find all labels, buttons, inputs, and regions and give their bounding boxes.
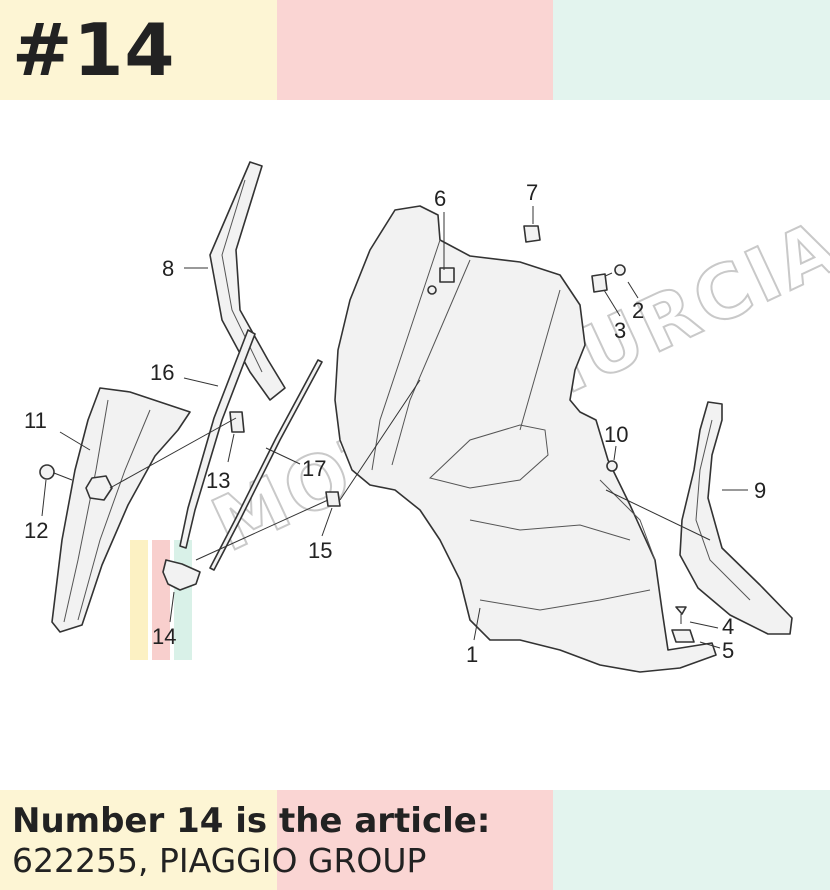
- callout-7: 7: [526, 180, 538, 205]
- header-band-yellow: [0, 0, 277, 100]
- part-17-strip: [209, 359, 323, 571]
- reference-number: #14: [12, 8, 176, 92]
- part-8-trim: [209, 161, 286, 401]
- caption-headline: Number 14 is the article:: [12, 801, 491, 841]
- part-1-front-shield: [334, 205, 717, 673]
- callout-10: 10: [604, 422, 628, 447]
- part-12-screw: [39, 464, 73, 481]
- part-11-side-panel: [51, 387, 191, 633]
- part-4-screw: [675, 606, 687, 624]
- part-16-strip: [179, 329, 256, 549]
- callout-13: 13: [206, 468, 230, 493]
- part-7-clip: [523, 225, 541, 243]
- callout-1: 1: [466, 642, 478, 667]
- footer-band-yellow: [0, 790, 277, 890]
- header-band-pink: [277, 0, 553, 100]
- callout-11: 11: [24, 408, 47, 433]
- part-12-nut: [85, 475, 113, 501]
- footer-band-mint: [553, 790, 830, 890]
- part-5-clip: [671, 629, 695, 643]
- callouts: 1 2 3 4 5 6 7 8 9 10 11 12 13 14 15 16 1…: [24, 180, 766, 667]
- part-9-side-panel: [679, 401, 793, 635]
- part-6-screw: [427, 267, 455, 295]
- footer-band-pink: [277, 790, 553, 890]
- callout-9: 9: [754, 478, 766, 503]
- part-15-clip: [325, 491, 341, 507]
- part-14-rubber-end: [162, 559, 201, 591]
- callout-16: 16: [150, 360, 174, 385]
- callout-2: 2: [632, 298, 644, 323]
- caption-article: 622255, PIAGGIO GROUP: [12, 841, 427, 880]
- callout-17: 17: [302, 456, 326, 481]
- callout-14: 14: [152, 624, 176, 649]
- watermark-logo-yellow: [129, 540, 148, 660]
- callout-4: 4: [722, 614, 734, 639]
- callout-15: 15: [308, 538, 332, 563]
- callout-12: 12: [24, 518, 48, 543]
- part-13-clip: [229, 411, 245, 433]
- part-3-nut-clip: [591, 273, 608, 293]
- watermark-logo-mint: [174, 540, 192, 660]
- callout-3: 3: [614, 318, 626, 343]
- leader-lines: [41, 206, 748, 649]
- part-2-screw: [602, 264, 626, 278]
- header-band-mint: [553, 0, 830, 100]
- callout-8: 8: [162, 256, 174, 281]
- part-10-screw: [606, 460, 618, 472]
- callout-6: 6: [434, 186, 446, 211]
- callout-5: 5: [722, 638, 734, 663]
- exploded-parts-diagram: MOTORMURCIA: [24, 161, 830, 673]
